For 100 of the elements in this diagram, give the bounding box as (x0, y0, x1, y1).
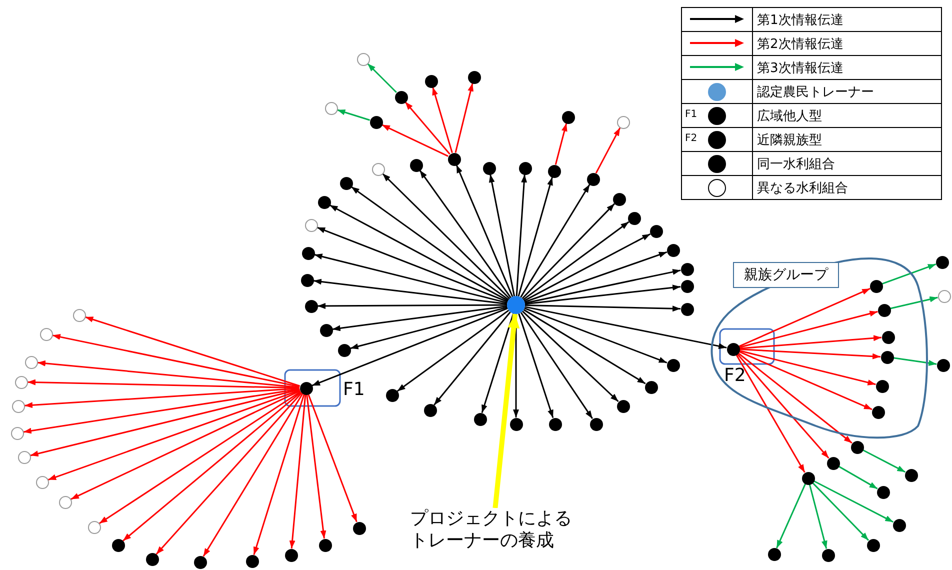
arrow (313, 278, 508, 305)
arrow (890, 296, 938, 310)
arrow (813, 480, 894, 523)
farmer-node (410, 158, 422, 172)
farmer-node (352, 522, 366, 534)
arrow (524, 233, 651, 302)
farmer-node (40, 328, 52, 340)
farmer-node (826, 456, 840, 470)
arrow (27, 379, 300, 389)
arrow (595, 127, 621, 174)
farmer-node (768, 548, 780, 560)
farmer-node (802, 472, 814, 484)
legend-text: 広域他人型 (757, 108, 822, 124)
node-caption: F1 (343, 380, 365, 400)
arrow (332, 305, 508, 332)
farmer-node (876, 486, 890, 498)
farmer-node (616, 400, 630, 412)
arrow (522, 221, 630, 300)
farmer-node (586, 172, 600, 186)
arrow (202, 393, 304, 557)
farmer-node (284, 548, 298, 562)
farmer-node (644, 380, 658, 394)
farmer-node (726, 342, 740, 356)
arrow (434, 312, 511, 406)
arrow (156, 392, 302, 555)
farmer-node (24, 356, 38, 368)
farmer-node (548, 418, 562, 430)
farmer-node (18, 450, 30, 464)
farmer-node (866, 538, 880, 552)
farmer-node (880, 350, 894, 364)
arrow (329, 204, 508, 302)
arrow (253, 394, 305, 556)
farmer-node (448, 152, 460, 166)
arrow (739, 348, 881, 360)
arrow (70, 390, 300, 500)
arrow (314, 254, 508, 304)
farmer-node (612, 192, 626, 206)
arrow (808, 484, 828, 549)
farmer-node (518, 162, 532, 174)
arrow (289, 394, 306, 549)
arrow (738, 350, 872, 410)
arrow (893, 357, 937, 366)
arrow (454, 83, 474, 153)
legend-text: 第1次情報伝達 (757, 12, 844, 28)
arrow (23, 388, 300, 434)
farmer-node (870, 280, 882, 292)
farmer-node (892, 518, 906, 532)
arrow (738, 352, 852, 444)
arrow (48, 390, 300, 480)
arrow (306, 394, 326, 539)
farmer-node (666, 358, 680, 372)
arrow (24, 388, 300, 408)
farmer-node (300, 382, 312, 394)
arrow (736, 354, 806, 473)
arrow (488, 174, 516, 296)
legend-text: 第3次情報伝達 (757, 60, 844, 76)
farmer-node (666, 244, 680, 256)
farmer-node (88, 520, 100, 534)
arrow (516, 174, 528, 296)
farmer-node (548, 164, 560, 178)
arrow (456, 164, 514, 297)
arrow (350, 186, 510, 300)
arrow (350, 306, 508, 350)
farmer-node (318, 538, 332, 552)
arrow (84, 316, 300, 387)
group-label: 親族グループ (733, 262, 839, 288)
arrow (524, 269, 681, 304)
arrow (432, 86, 453, 154)
arrow (739, 310, 878, 348)
farmer-node (878, 304, 890, 316)
farmer-node (320, 324, 332, 336)
legend-text: 異なる水利組合 (757, 180, 848, 196)
arrow (98, 390, 302, 524)
arrow (312, 308, 508, 386)
arrow (882, 264, 936, 284)
arrow (30, 388, 300, 456)
arrow (518, 177, 553, 296)
farmer-node (680, 262, 694, 276)
arrow (367, 63, 397, 93)
farmer-node (302, 246, 314, 260)
arrow (382, 124, 448, 157)
arrow (524, 306, 727, 350)
farmer-node (876, 380, 888, 392)
farmer-node (340, 176, 352, 190)
farmer-node (386, 388, 398, 402)
farmer-node (12, 400, 24, 412)
farmer-node (304, 300, 318, 312)
arrow (522, 310, 619, 402)
farmer-node (936, 256, 948, 268)
arrow (739, 335, 882, 350)
farmer-node (680, 280, 694, 292)
abbreviation-label: F1 (685, 109, 698, 120)
farmer-node (10, 426, 24, 440)
arrow (122, 392, 302, 542)
arrow (838, 466, 878, 490)
farmer-node (482, 162, 496, 174)
arrow (318, 302, 507, 309)
farmer-node (616, 116, 630, 128)
arrow (404, 101, 450, 155)
arrow (492, 314, 520, 508)
